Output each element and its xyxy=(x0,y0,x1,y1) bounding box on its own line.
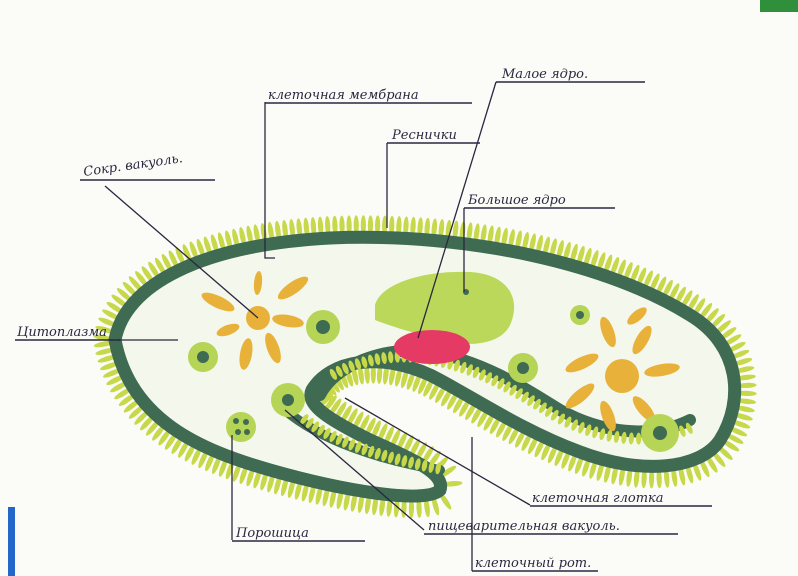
label-anal-pore: Порошица xyxy=(235,526,309,541)
label-cell-mouth: клеточный рот. xyxy=(475,556,591,571)
label-cilia: Реснички xyxy=(391,128,457,143)
label-cell-pharynx: клеточная глотка xyxy=(532,491,664,506)
label-digestive-vacuole: пищеварительная вакуоль. xyxy=(428,519,620,534)
label-cytoplasm: Цитоплазма xyxy=(17,325,107,340)
label-contractile-vacuole: Сокр. вакуоль. xyxy=(82,151,183,180)
label-micronucleus: Малое ядро. xyxy=(501,67,588,82)
label-cell-membrane: клеточная мембрана xyxy=(268,88,419,103)
label-macronucleus: Большое ядро xyxy=(467,193,566,208)
cilium xyxy=(636,433,641,445)
micronucleus xyxy=(394,330,470,364)
anal-pore-vacuole xyxy=(226,412,256,442)
